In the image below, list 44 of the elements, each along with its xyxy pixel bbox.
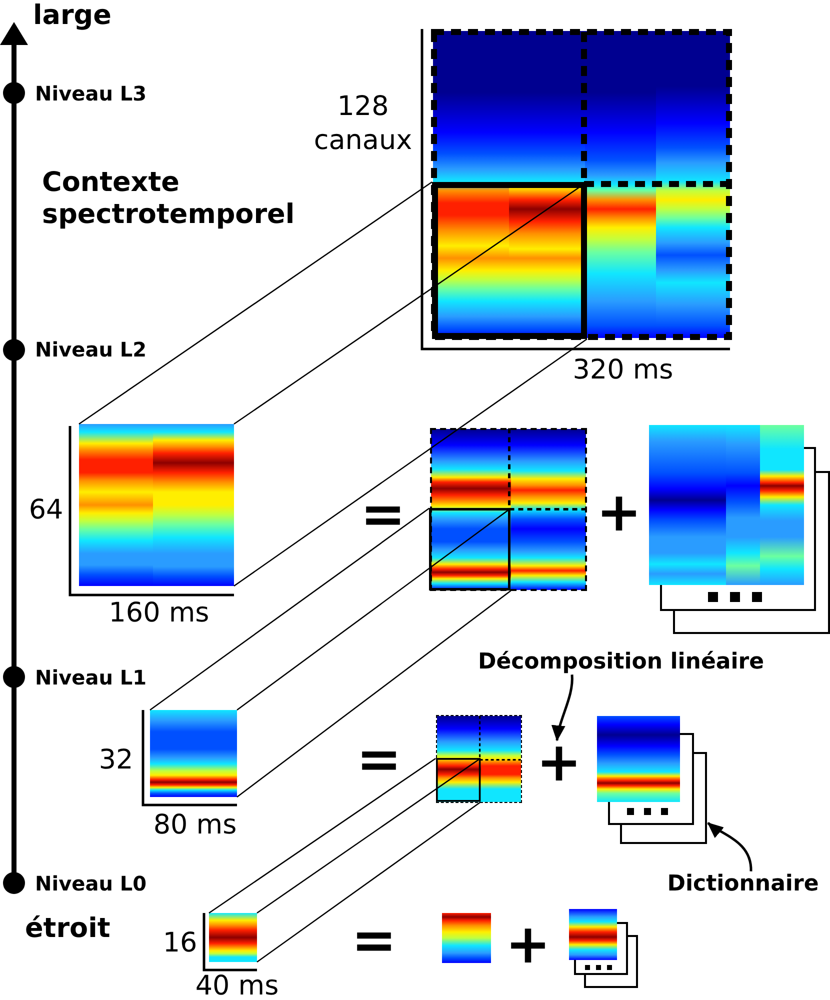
spectrogram [442,913,491,963]
axis-end-label: large [33,0,112,32]
projection-line [236,508,512,711]
curved-arrow [707,822,752,872]
projection-line [234,338,588,587]
projection-line [236,590,512,798]
spectrogram [150,710,237,797]
plus-sign: + [536,740,582,784]
equals-sign: = [356,737,402,781]
projection-line [208,758,436,914]
equals-sign: = [360,492,406,536]
plus-sign: + [596,490,642,534]
selection-frame [429,508,511,591]
axis-title: Contexte spectrotemporel [42,166,296,232]
dimension-label: 64 [28,496,64,524]
curved-arrow [552,674,574,742]
dimension-label: 16 [162,930,198,956]
plus-sign: + [505,922,551,966]
spectrogram [209,913,257,962]
projection-line [256,802,481,963]
level-label: Niveau L0 [35,872,147,896]
level-label: Niveau L2 [35,338,147,362]
selection-frame [432,182,587,339]
annotation-label: Décomposition linéaire [478,649,764,675]
dimension-label: 80 ms [153,812,237,838]
level-label: Niveau L3 [35,82,147,106]
spectrogram [430,428,588,592]
projection-line [78,181,432,425]
axis-end-label: étroit [25,912,110,946]
dictionary-stack-drawing [568,908,639,988]
annotation-label: Dictionnaire [667,871,819,897]
dimension-label: 320 ms [572,356,674,384]
dictionary-stack-drawing [596,715,708,845]
dimension-label: 32 [98,746,134,774]
equals-sign: = [351,918,397,962]
level-label: Niveau L1 [35,666,147,690]
dimension-label: 160 ms [108,600,210,626]
spectrogram [436,715,522,803]
dimension-label: 128 canaux [312,90,414,158]
dimension-label: 40 ms [195,972,279,1000]
selection-frame [436,758,480,802]
dictionary-stack-drawing [648,424,830,635]
projection-line [256,758,481,914]
projection-line [150,508,430,711]
